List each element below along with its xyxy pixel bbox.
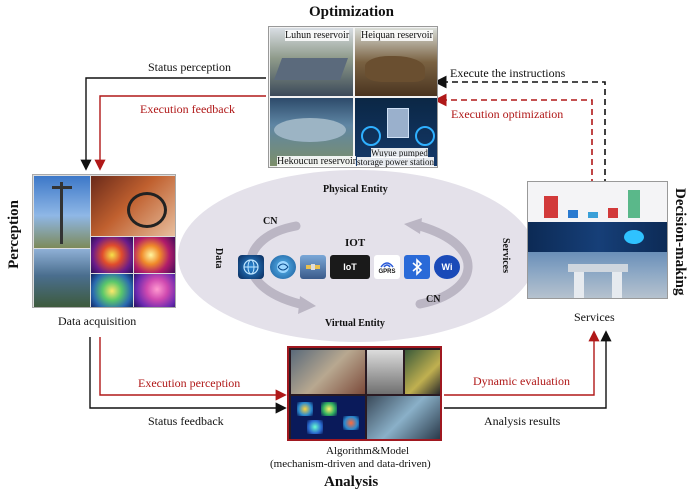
arrow-status-feedback (89, 337, 287, 414)
arrow-analysis-results (444, 330, 612, 409)
algorithm-label-1: Algorithm&Model (326, 445, 410, 457)
weather-station-image (34, 176, 90, 248)
analysis-results-label: Analysis results (484, 414, 561, 428)
arrow-execution-perception (99, 337, 287, 401)
title-analysis: Analysis (324, 474, 379, 490)
thermal-image-2 (134, 237, 175, 273)
cn-arc-left-head (298, 296, 316, 314)
execution-perception-label: Execution perception (138, 376, 241, 390)
satellite-icon (300, 255, 326, 279)
data-label: Data (213, 248, 224, 269)
execute-instructions-label: Execute the instructions (450, 66, 566, 80)
services-label: Services (574, 310, 615, 324)
dam-image (528, 252, 667, 298)
cn-arc-right-head (404, 218, 422, 234)
cn-arc-right (415, 221, 473, 309)
arrow-execution-feedback (94, 95, 266, 171)
thermal-image-3 (91, 274, 133, 307)
heiquan-label: Heiquan reservoir (361, 30, 433, 41)
thermal-image-1 (91, 237, 133, 273)
luhun-label: Luhun reservoir (285, 30, 350, 41)
iot-label: IOT (345, 237, 366, 249)
title-perception: Perception (6, 200, 22, 269)
title-optimization: Optimization (309, 4, 394, 20)
arrow-dynamic-evaluation (444, 330, 600, 396)
status-feedback-label: Status feedback (148, 414, 224, 428)
dynamic-evaluation-label: Dynamic evaluation (473, 374, 570, 388)
perception-panel (32, 174, 176, 308)
physical-entity-label: Physical Entity (323, 184, 388, 195)
services-panel (527, 181, 668, 299)
sensor-image (91, 176, 175, 236)
gprs-icon: GPRS (374, 255, 400, 279)
thermal-image-4 (134, 274, 175, 307)
execution-optimization-label: Execution optimization (451, 107, 564, 121)
analysis-panel (287, 346, 442, 441)
title-decision-making: Decision-making (672, 188, 688, 296)
cn-top-label: CN (263, 216, 278, 227)
analysis-model-1 (291, 350, 365, 394)
execution-feedback-label: Execution feedback (140, 102, 235, 116)
wifi-icon: Wi (434, 255, 460, 279)
hekoucun-image (270, 98, 353, 166)
network-icon (270, 255, 296, 279)
wuyue-label-2: storage power station (357, 157, 434, 167)
arrow-execute-instructions (433, 75, 606, 185)
arrow-execution-optimization (433, 93, 593, 185)
services-vert-label: Services (500, 238, 511, 273)
bluetooth-icon (404, 255, 430, 279)
lake-image (34, 249, 90, 307)
globe-icon (238, 255, 264, 279)
arrow-status-perception (80, 77, 266, 171)
analysis-model-4 (367, 396, 440, 439)
iot-icon: IoT (330, 255, 370, 279)
gprs-text: GPRS (378, 269, 396, 275)
hekoucun-label: Hekoucun reservoir (277, 156, 357, 167)
cn-bottom-label: CN (426, 294, 441, 305)
status-perception-label: Status perception (148, 60, 231, 74)
optimization-panel: Luhun reservoir Heiquan reservoir Hekouc… (268, 26, 438, 168)
data-acquisition-label: Data acquisition (58, 314, 137, 328)
analysis-model-2 (367, 350, 403, 394)
algorithm-label-2: (mechanism-driven and data-driven) (270, 458, 431, 470)
services-dashboard (528, 222, 667, 252)
wuyue-label-1: Wuyue pumped (371, 148, 428, 158)
analysis-heatmap (291, 396, 365, 439)
virtual-entity-label: Virtual Entity (325, 318, 385, 329)
analysis-model-3 (405, 350, 440, 394)
services-chart (528, 182, 667, 222)
